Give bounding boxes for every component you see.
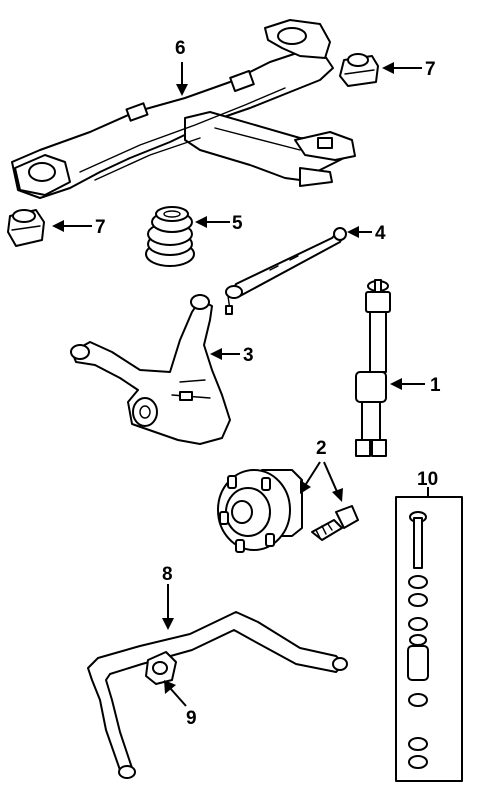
- stabilizer-bushing: [145, 651, 177, 685]
- mount-left: [7, 209, 45, 247]
- spring-insulator: [145, 206, 195, 267]
- callout-leaders: [52, 62, 429, 707]
- callout-6: 6: [175, 38, 186, 59]
- callout-7-left: 7: [95, 217, 106, 238]
- callout-10: 10: [417, 469, 438, 490]
- callout-numbers: 6 7 7 5 4 3 1 2 8 9 10: [95, 38, 441, 729]
- callout-5: 5: [232, 213, 243, 234]
- callout-1: 1: [430, 375, 441, 396]
- callout-2: 2: [316, 438, 327, 459]
- hub-bolt: [311, 505, 359, 541]
- shock-absorber: [355, 279, 391, 457]
- control-arm: [70, 294, 231, 445]
- hub-studs: [219, 475, 275, 553]
- wheel-hub: [217, 469, 303, 553]
- callout-4: 4: [375, 223, 386, 244]
- stabilizer-link-kit: [395, 496, 463, 782]
- callout-3: 3: [243, 345, 254, 366]
- tie-rod: [225, 227, 347, 315]
- stabilizer-bar: [87, 611, 348, 779]
- mount-upper-right: [339, 53, 379, 87]
- crossmember: [11, 19, 356, 199]
- callout-9: 9: [186, 708, 197, 729]
- callout-8: 8: [162, 564, 173, 585]
- callout-7-upper: 7: [425, 59, 436, 80]
